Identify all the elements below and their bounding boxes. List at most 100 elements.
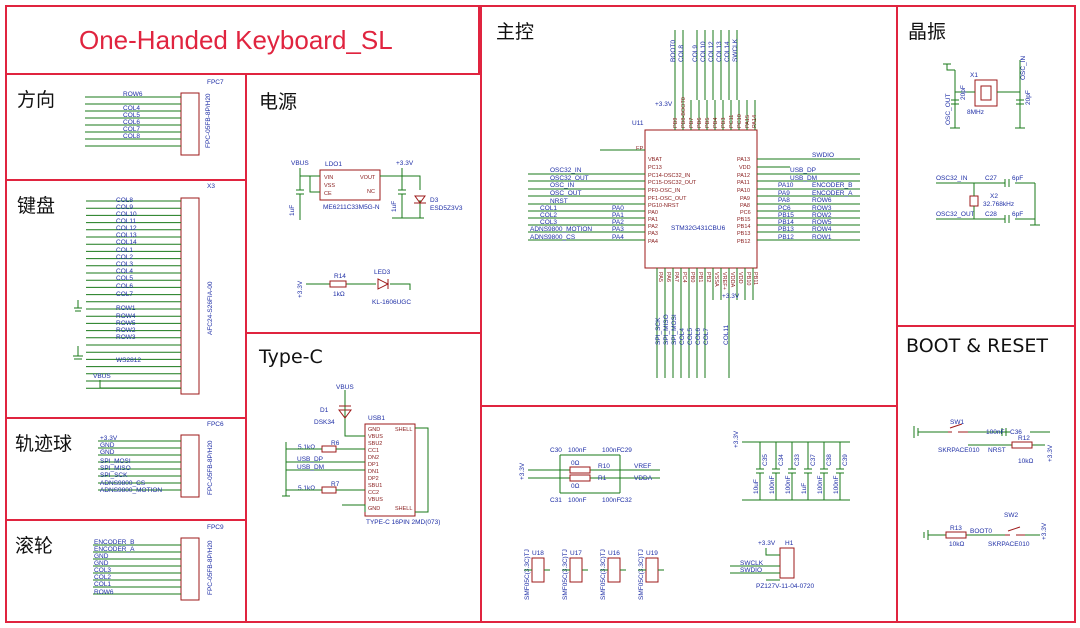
cap-bank-ref: C33 xyxy=(794,454,801,466)
fpc6-net-5: SPI_SCK xyxy=(100,472,128,479)
mcu-supply: +3.3V xyxy=(655,101,673,108)
mcu-bottom-pin-12: PB11 xyxy=(752,272,758,285)
schematic-title: One-Handed Keyboard_SL xyxy=(79,25,393,55)
mcu-left-net-2: OSC_IN xyxy=(550,182,575,189)
x3-net-0: COL8 xyxy=(116,197,133,204)
mcu-right-tag-7: PB12 xyxy=(778,234,794,241)
r1-value: 0Ω xyxy=(571,483,580,490)
mcu-right-net-3: ENCODER_B xyxy=(812,182,852,189)
led-part: KL-1606UGC xyxy=(372,299,411,306)
x3-net-11: COL5 xyxy=(116,275,133,282)
mcu-left-pin-1: PC13 xyxy=(648,165,662,171)
mcu-right-pin-7: PC6 xyxy=(740,210,751,216)
usb-shell-top: SHELL xyxy=(395,427,412,433)
usb-pin-1: VBUS xyxy=(368,434,383,440)
x3-ref: X3 xyxy=(207,183,215,190)
mcu-left-net-3: OSC_OUT xyxy=(550,190,581,197)
fpc7-connector: FPC7 FPC-05FB-8P/H20 ROW6 COL4 COL5 COL6… xyxy=(85,79,224,156)
x3-connector: X3 AFC24-S26FIA-00 COL8 COL9 COL10 COL11… xyxy=(73,183,215,395)
mcu-part: STM32G431CBU6 xyxy=(671,225,726,232)
mcu-right-net-2: USB_DM xyxy=(790,175,817,182)
decoupling-panel xyxy=(480,405,898,623)
c31-value: 100nF xyxy=(568,497,586,504)
mcu-bottom-net-5: COL6 xyxy=(695,328,702,345)
mcu-top-pin-9: PA15 xyxy=(745,115,751,128)
x3-net-16: ROW5 xyxy=(116,320,136,327)
fpc6-net-1: GND xyxy=(100,442,115,449)
h1-part: PZ127V-11-04-0720 xyxy=(756,583,814,590)
boot-reset-panel: BOOT & RESET xyxy=(896,325,1076,623)
usb-pin-9: CC2 xyxy=(368,490,379,496)
r6-value: 5.1kΩ xyxy=(298,444,315,451)
ldo-pin-vin: VIN xyxy=(324,175,333,181)
tvs-body xyxy=(531,557,545,583)
mcu-right-net-1: USB_DP xyxy=(790,167,816,174)
mcu-top-pin-1: PB8-BOOT0 xyxy=(681,97,687,128)
c29-value: 100nF xyxy=(602,447,620,454)
mcu-bottom-pin-9: VDDA xyxy=(729,272,735,288)
r12-ref: R12 xyxy=(1018,435,1030,442)
r7-value: 5.1kΩ xyxy=(298,485,315,492)
osc-in-net: OSC_IN xyxy=(1020,55,1027,80)
x3-net-10: COL4 xyxy=(116,268,133,275)
fpc9-connector: FPC9 FPC-05FB-8P/H20 ENCODER_B ENCODER_A… xyxy=(93,524,224,601)
tvs-part: SMF05C(3.3C)TJ xyxy=(638,549,645,600)
mcu-left-net-6: COL2 xyxy=(540,212,557,219)
fpc9-net-0: ENCODER_B xyxy=(94,539,134,546)
r1-ref: R1 xyxy=(598,475,607,482)
r10-ref: R10 xyxy=(598,463,610,470)
mcu-right-tag-4: PB15 xyxy=(778,212,794,219)
mcu-left-pin-5: PF1-OSC_OUT xyxy=(648,196,687,202)
ldo-regulator: LDO1 ME6211C33M5G-N VIN VSS CE VOUT NC V… xyxy=(289,160,463,220)
c-out-value: 1uF xyxy=(391,201,398,212)
mcu-bottom-net-1: SPI_MISO xyxy=(663,314,670,345)
mcu-ref: U11 xyxy=(632,120,644,127)
fpc6-net-2: GND xyxy=(100,449,115,456)
mcu-bottom-pin-6: PB2 xyxy=(705,272,711,282)
sw1-ref: SW1 xyxy=(950,419,964,426)
ldo-vout-net: +3.3V xyxy=(396,160,414,167)
r6-ref: R6 xyxy=(331,440,340,447)
mcu-left-tag-0: PA0 xyxy=(612,205,624,212)
mcu-right-tag-1: PA9 xyxy=(778,190,790,197)
x3-net-19: WS2812 xyxy=(116,357,141,364)
mcu-right-pin-10: PB13 xyxy=(737,231,750,237)
mcu-chip: U11 STM32G431CBU6 EP +3.3V +3.3V BOOT0 C… xyxy=(528,30,860,378)
mcu-bottom-net-6: COL7 xyxy=(703,328,710,345)
mcu-left-net-8: ADNS9800_MOTION xyxy=(530,226,592,233)
osc32-out-net: OSC32_OUT xyxy=(936,211,975,218)
sw2-part: SKRPACE010 xyxy=(988,541,1030,548)
mcu-top-net-6: COL14 xyxy=(724,41,731,62)
usb-pin-2: SBU2 xyxy=(368,441,382,447)
x3-part: AFC24-S26FIA-00 xyxy=(207,281,214,335)
fpc6-connector: FPC6 FPC-05FB-8P/H20 +3.3V GND GND SPI_M… xyxy=(98,421,224,498)
mcu-left-pin-6: PG10-NRST xyxy=(648,203,680,209)
mcu-top-pin-6: PB3 xyxy=(721,118,727,128)
mcu-top-pin-8: PC10 xyxy=(737,114,743,128)
mcu-bottom-pin-11: PB10 xyxy=(745,272,751,285)
fpc9-net-6: COL1 xyxy=(94,581,111,588)
sw1-part: SKRPACE010 xyxy=(938,447,980,454)
mcu-bottom-net-7: COL11 xyxy=(723,325,730,345)
ldo-pin-vss: VSS xyxy=(324,183,335,189)
mcu-left-pin-7: PA0 xyxy=(648,210,658,216)
mcu-top-pin-4: PB5 xyxy=(705,118,711,128)
boot-circuit: R13 10kΩ BOOT0 SW2 SKRPACE010 +3.3V xyxy=(923,512,1048,548)
c-osc-value-1: 20pF xyxy=(960,85,967,100)
tvs-ref: U16 xyxy=(608,550,620,557)
x3-net-13: COL7 xyxy=(116,291,133,298)
tvs-ref: U17 xyxy=(570,550,582,557)
cap-bank-value: 100nF xyxy=(769,476,776,494)
mcu-right-net-7: ROW2 xyxy=(812,212,832,219)
mcu-bottom-pin-2: PA7 xyxy=(673,272,679,282)
usb-vbus-net: VBUS xyxy=(336,384,354,391)
filter-supply: +3.3V xyxy=(519,462,526,480)
mcu-bottom-pin-0: PA5 xyxy=(657,272,663,282)
x3-net-4: COL12 xyxy=(116,225,137,232)
c30-value: 100nF xyxy=(568,447,586,454)
boot0-net: BOOT0 xyxy=(970,528,992,535)
fpc9-net-7: ROW6 xyxy=(94,589,114,596)
cap-bank-ref: C34 xyxy=(778,454,785,466)
title-panel: One-Handed Keyboard_SL xyxy=(5,5,480,75)
